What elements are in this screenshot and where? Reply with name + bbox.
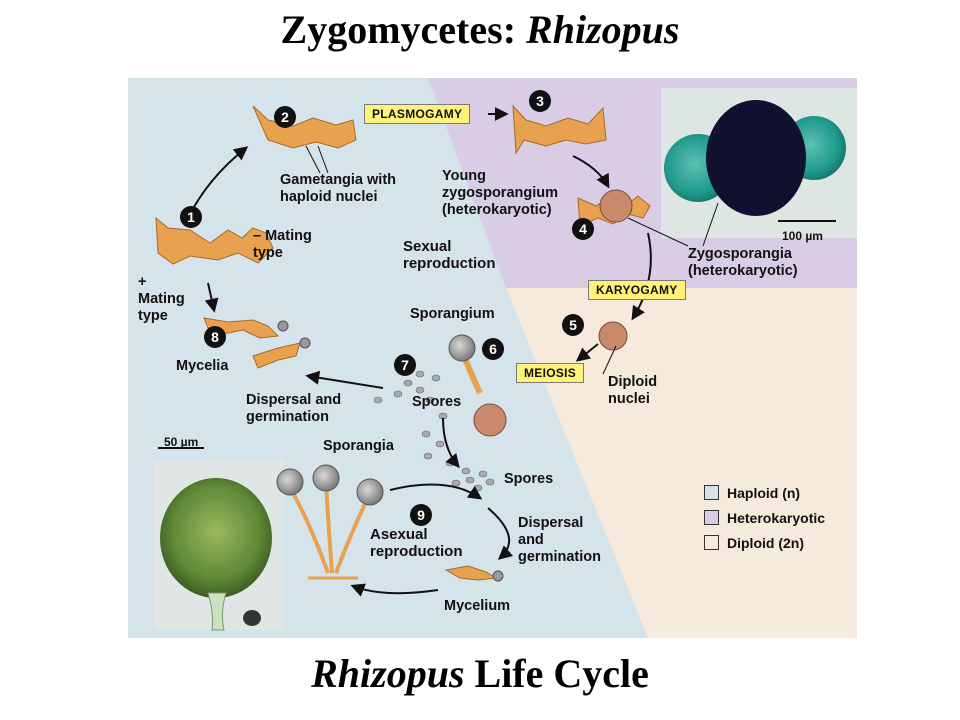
plasmogamy-hyphae [512,104,607,155]
scale-bar-50um: 50 µm [164,435,199,449]
mycelium-label: Mycelium [444,598,511,614]
sporangia-label: Sporangia [323,438,394,454]
step-7: 7 [394,354,416,376]
sporangium-label: Sporangium [410,306,495,322]
diploid-zygospore [598,321,628,351]
karyogamy-label: KARYOGAMY [588,280,686,300]
mycelia-label: Mycelia [176,358,229,374]
germinating-sporangium [448,334,507,437]
legend-diploid: Diploid (2n) [704,534,804,552]
zygosporangia-label: Zygosporangia(heterokaryotic) [688,246,798,279]
step-6: 6 [482,338,504,360]
diagram-artwork [128,78,857,638]
step-8: 8 [204,326,226,348]
step-3: 3 [529,90,551,112]
life-cycle-diagram: PLASMOGAMY KARYOGAMY MEIOSIS 1 2 3 4 5 6… [128,78,857,638]
step-5: 5 [562,314,584,336]
scale-bar-100um: 100 µm [782,229,823,243]
step-1: 1 [180,206,202,228]
new-mycelium [444,565,504,582]
step-9: 9 [410,504,432,526]
slide-title: Zygomycetes: Rhizopus [280,7,680,52]
zygosporangia-micrograph [661,88,857,238]
legend-haploid-swatch [704,485,719,501]
legend-haploid-label: Haploid (n) [727,484,801,501]
diploid-region [506,288,857,638]
mating-hyphae [155,216,274,265]
pointer-lines [305,145,719,375]
legend-heterokaryotic: Heterokaryotic [704,509,825,527]
legend-haploid: Haploid (n) [704,484,800,502]
legend-heterokaryotic-label: Heterokaryotic [727,509,826,526]
spores-label-2: Spores [504,471,554,487]
young-zygosporangium [577,189,651,227]
step-2: 2 [274,106,296,128]
legend-heterokaryotic-swatch [704,510,719,526]
spores-label-1: Spores [412,394,462,410]
step-4: 4 [572,218,594,240]
legend-diploid-swatch [704,535,719,551]
spores-scatter [373,370,495,492]
meiosis-label: MEIOSIS [516,363,585,383]
legend-diploid-label: Diploid (2n) [727,534,804,551]
asexual-sporangia [276,464,384,506]
sporangium-micrograph [154,447,284,631]
plasmogamy-label: PLASMOGAMY [364,104,471,124]
slide-caption: Rhizopus Life Cycle [311,651,649,696]
